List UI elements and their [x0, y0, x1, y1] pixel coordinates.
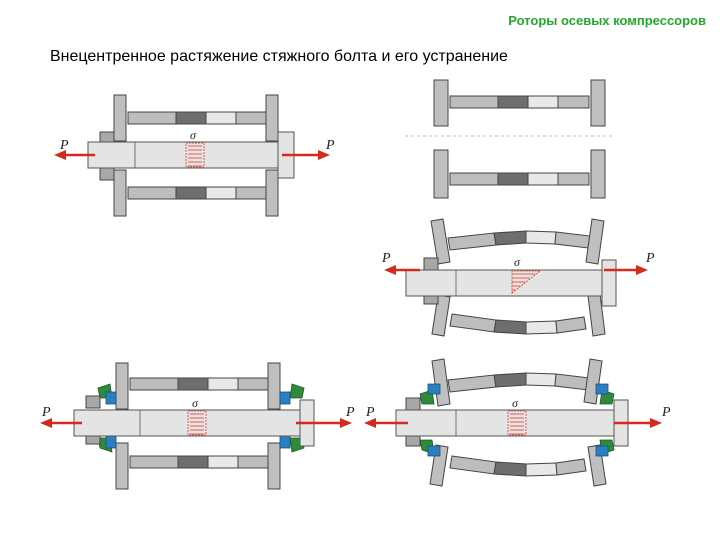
force-label-left-5: P: [365, 405, 375, 420]
header-title: Роторы осевых компрессоров: [508, 13, 706, 28]
force-label-right-1: P: [325, 138, 335, 153]
force-label-right-4: P: [345, 405, 355, 420]
diagram-centered-straight: σ P P: [40, 362, 355, 490]
diagram-eccentric-tension: σ P P: [54, 94, 335, 217]
stress-sigma-3: σ: [514, 255, 521, 269]
force-label-right-3: P: [645, 251, 655, 266]
slide-title: Внецентренное растяжение стяжного болта …: [50, 48, 508, 65]
force-label-left-4: P: [41, 405, 51, 420]
force-label-left-1: P: [59, 138, 69, 153]
stress-sigma-4: σ: [192, 396, 199, 410]
force-label-right-5: P: [661, 405, 671, 420]
stress-sigma-1: σ: [190, 128, 197, 142]
force-label-left-3: P: [381, 251, 391, 266]
diagram-centered-bent: σ P P: [364, 358, 671, 487]
diagram-disk-stack: [405, 79, 615, 199]
stress-sigma-5: σ: [512, 396, 519, 410]
diagram-bent-stack: σ P P: [381, 218, 655, 337]
